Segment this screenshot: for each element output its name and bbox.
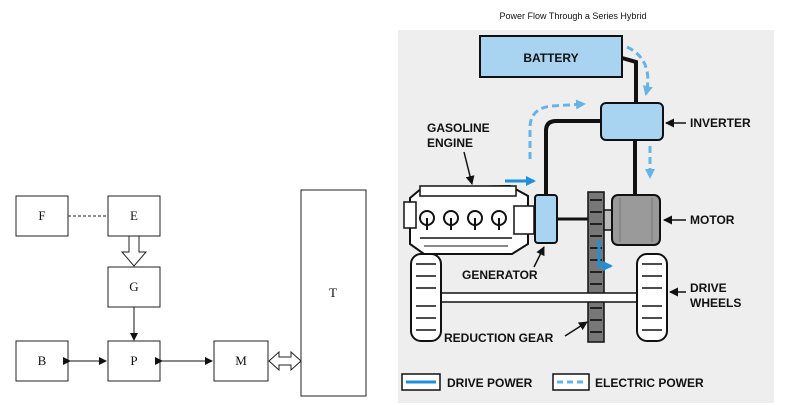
reduction-gear <box>587 191 605 343</box>
generator-label: GENERATOR <box>462 268 538 282</box>
electric-flow-generator <box>528 99 586 159</box>
block-p <box>107 340 161 382</box>
right-wheel <box>636 253 668 342</box>
axle <box>435 292 643 303</box>
legend-drive-power-label: DRIVE POWER <box>447 376 533 390</box>
block-m-label: M <box>235 353 247 368</box>
electric-flow-battery <box>626 45 653 96</box>
gasoline-label: GASOLINE <box>427 121 490 135</box>
block-p-label: P <box>130 353 137 368</box>
block-diagram: F E G B P M T <box>15 189 367 397</box>
block-e <box>107 195 161 237</box>
reduction-gear-pointer <box>564 321 588 337</box>
inverter-label: INVERTER <box>690 116 751 130</box>
drive-flow-motor <box>597 240 613 271</box>
battery <box>479 35 623 78</box>
reduction-gear-label: REDUCTION GEAR <box>444 331 554 345</box>
motor <box>603 194 661 246</box>
block-t-label: T <box>329 285 337 300</box>
gasoline-engine <box>403 184 535 255</box>
block-g-label: G <box>129 279 138 294</box>
wire-battery-inverter <box>621 56 638 104</box>
generator <box>534 194 558 244</box>
arrow-e-to-g <box>120 235 148 267</box>
generator-pointer <box>533 246 545 268</box>
engine-label: ENGINE <box>427 136 473 150</box>
left-wheel <box>410 253 442 342</box>
block-m <box>213 340 269 382</box>
wheels-label: WHEELS <box>690 296 741 310</box>
block-f <box>15 195 69 237</box>
battery-label: BATTERY <box>523 51 578 65</box>
legend-electric-power-label: ELECTRIC POWER <box>595 376 704 390</box>
block-t <box>300 189 367 397</box>
engine-pointer <box>463 151 475 185</box>
block-e-label: E <box>130 208 138 223</box>
inverter <box>600 102 664 141</box>
block-b-label: B <box>38 353 47 368</box>
motor-label: MOTOR <box>690 213 735 227</box>
hybrid-title: Power Flow Through a Series Hybrid <box>499 11 647 21</box>
block-f-label: F <box>38 208 45 223</box>
block-g <box>107 266 161 308</box>
drive-label: DRIVE <box>690 281 727 295</box>
wire-inverter-generator <box>544 119 602 196</box>
block-b <box>15 340 69 382</box>
